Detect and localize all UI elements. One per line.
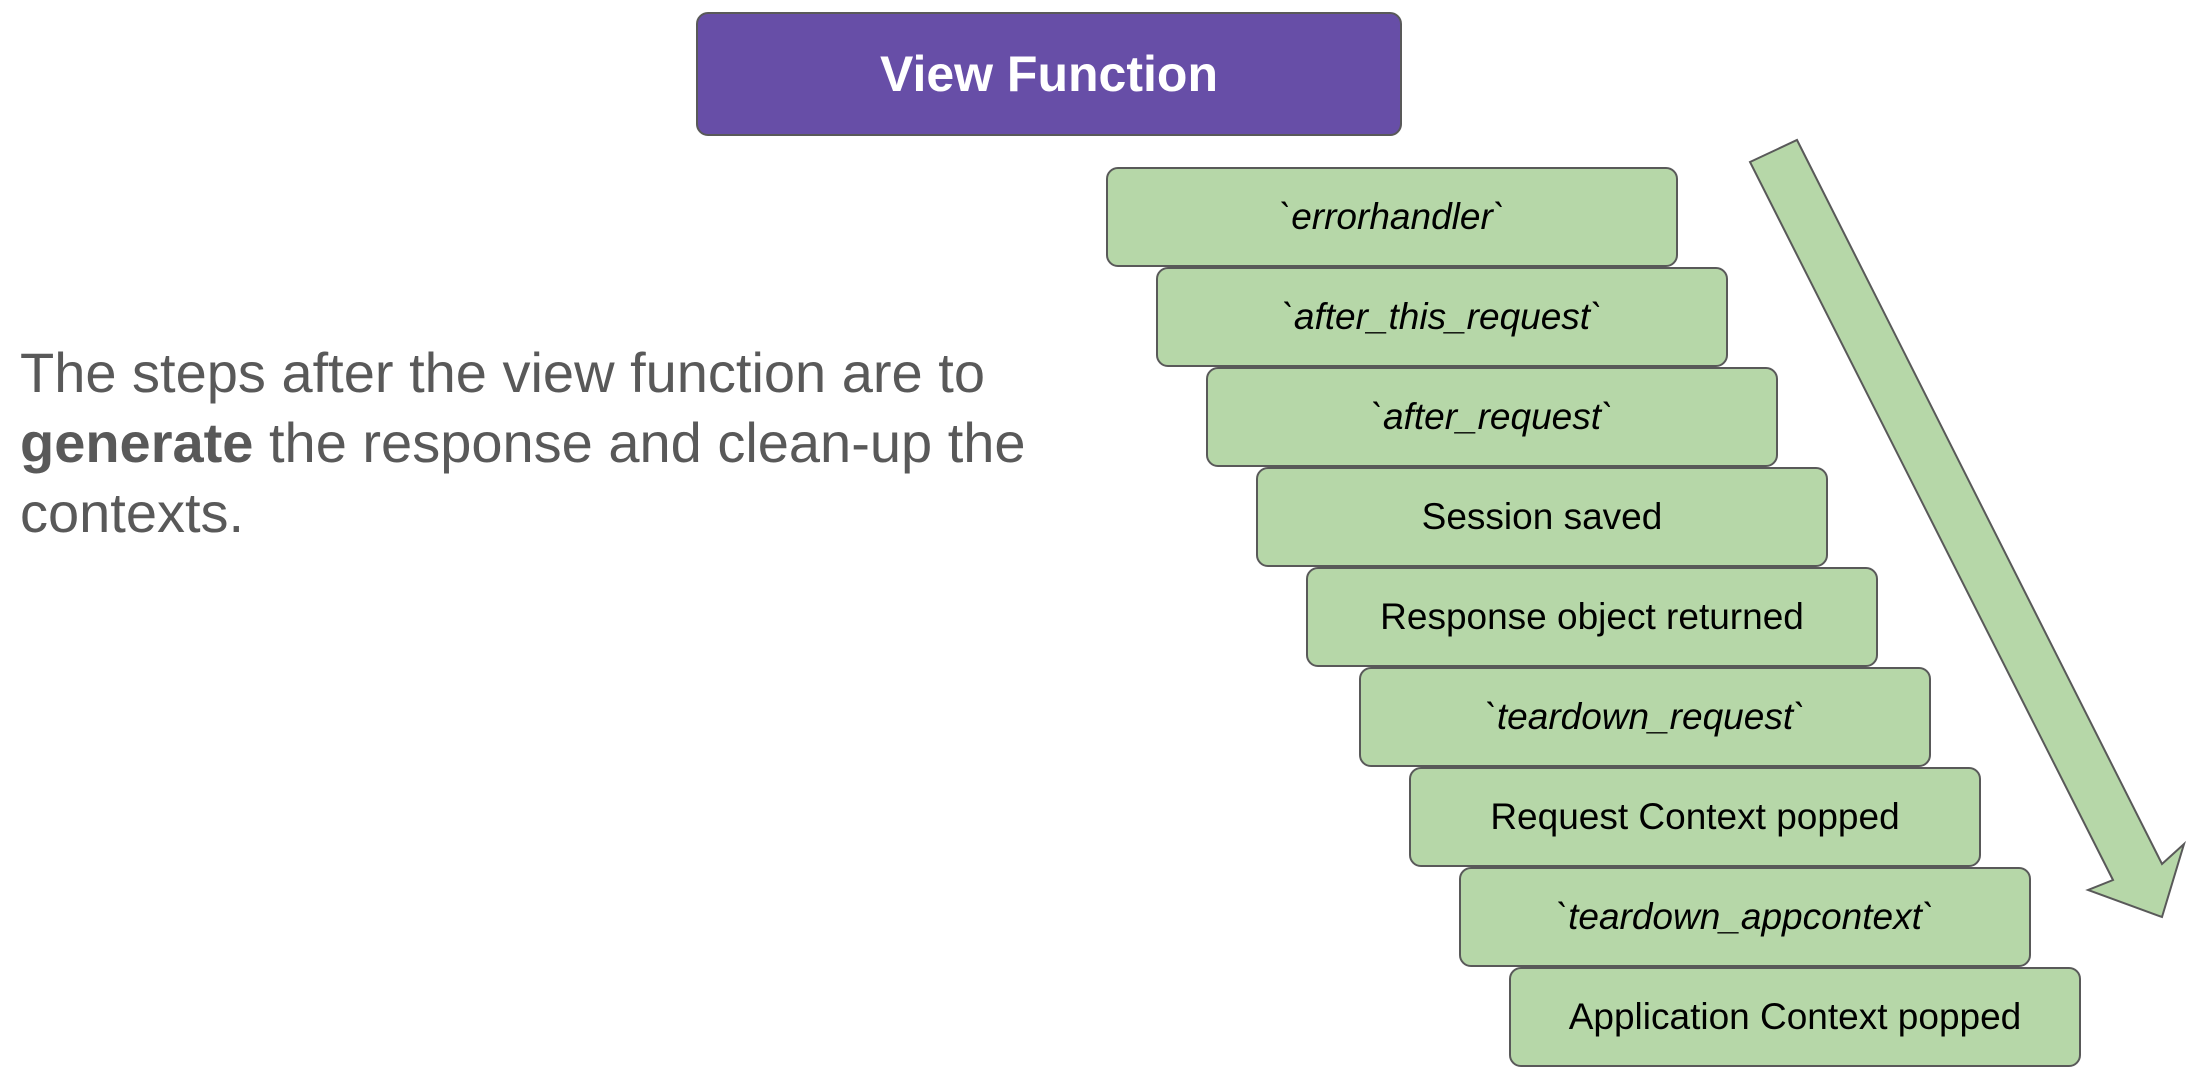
step-label: `errorhandler`	[1278, 196, 1506, 237]
view-function-label: View Function	[880, 46, 1218, 102]
step-label: Response object returned	[1380, 596, 1804, 637]
description-prefix: The steps after the view function are to	[20, 341, 985, 404]
step-after-request: `after_request`	[1206, 367, 1778, 467]
step-label: Application Context popped	[1568, 996, 2022, 1037]
step-label: `after_request`	[1370, 396, 1614, 437]
step-label: `teardown_appcontext`	[1555, 896, 1935, 937]
description-suffix: the response and clean-up the contexts.	[20, 411, 1026, 544]
step-label: `after_this_request`	[1281, 296, 1603, 337]
step-application-context-popped: Application Context popped	[1509, 967, 2081, 1067]
arrow-shape	[1748, 138, 2186, 919]
step-errorhandler: `errorhandler`	[1106, 167, 1678, 267]
description-text: The steps after the view function are to…	[20, 338, 1100, 548]
step-label: Session saved	[1421, 496, 1663, 537]
step-teardown-request: `teardown_request`	[1359, 667, 1931, 767]
step-label: Request Context popped	[1490, 796, 1900, 837]
step-session-saved: Session saved	[1256, 467, 1828, 567]
step-teardown-appcontext: `teardown_appcontext`	[1459, 867, 2031, 967]
view-function-box: View Function	[696, 12, 1402, 136]
step-label: `teardown_request`	[1484, 696, 1806, 737]
step-response-object-returned: Response object returned	[1306, 567, 1878, 667]
description-bold: generate	[20, 411, 254, 474]
step-after-this-request: `after_this_request`	[1156, 267, 1728, 367]
step-request-context-popped: Request Context popped	[1409, 767, 1981, 867]
